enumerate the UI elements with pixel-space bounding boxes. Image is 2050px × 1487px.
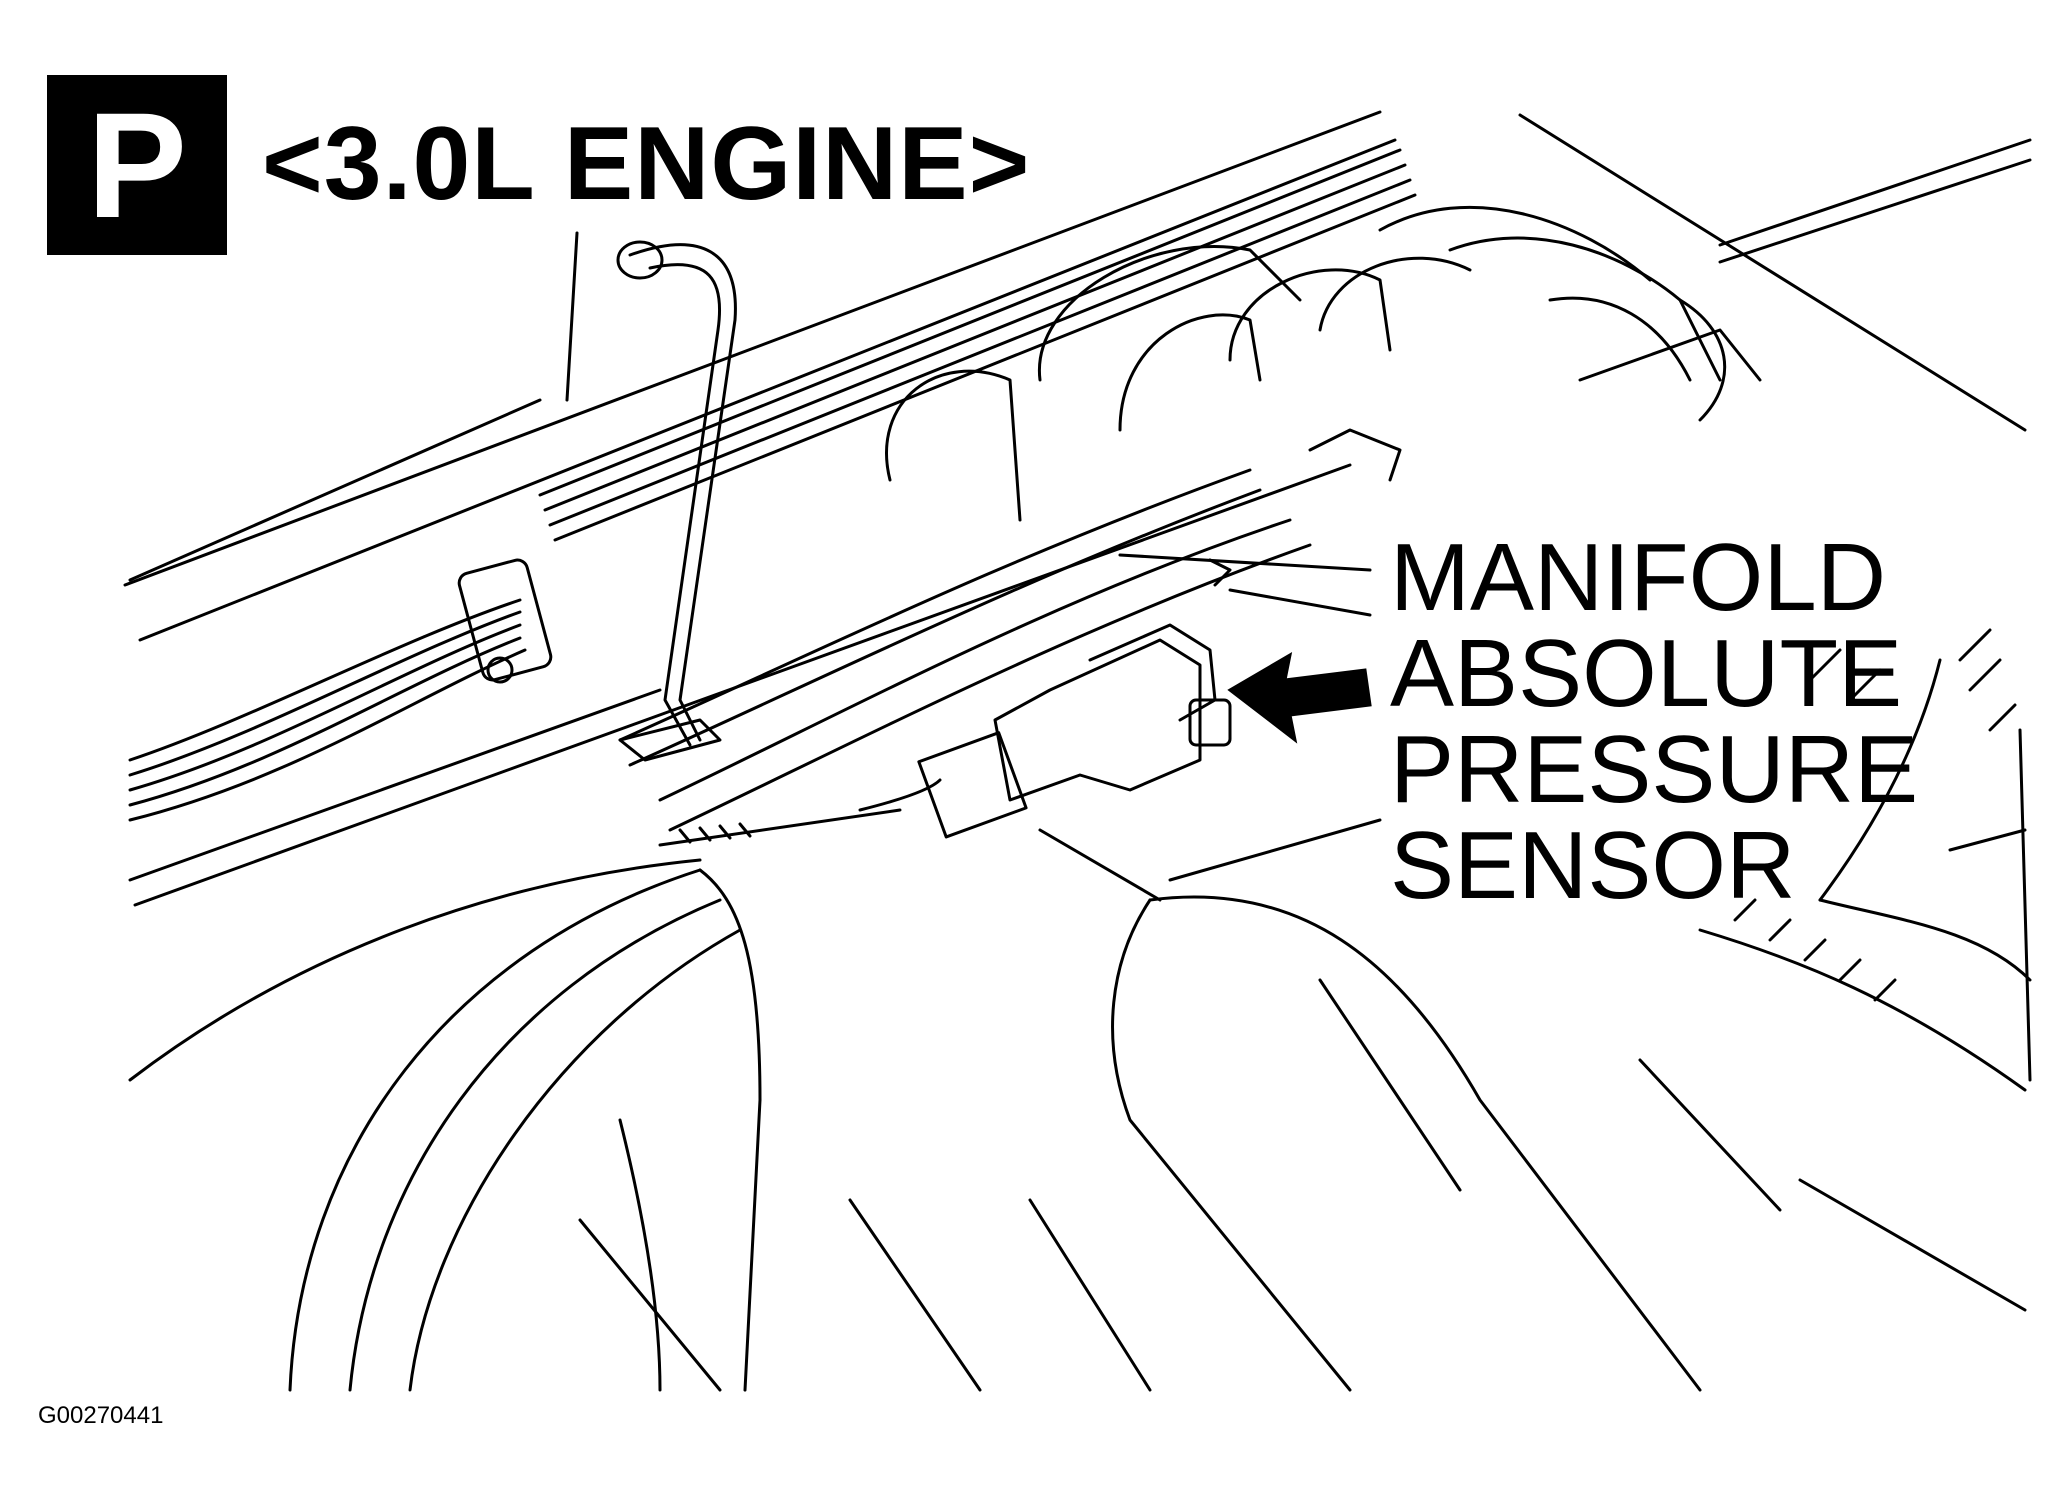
harness-clip: [457, 558, 553, 682]
page-title: <3.0L ENGINE>: [262, 106, 1031, 222]
callout-line-4: SENSOR: [1390, 812, 1796, 919]
leader-lines: [1120, 555, 1370, 615]
dipstick-line: [130, 233, 577, 580]
figure-code: G00270441: [38, 1402, 164, 1429]
arrow-left-icon: [1230, 655, 1370, 740]
callout-line-1: MANIFOLD: [1390, 524, 1887, 631]
intake-runners: [887, 207, 1760, 520]
bracket-tube: [618, 242, 735, 745]
section-badge-letter: P: [86, 81, 188, 249]
callout-line-2: ABSOLUTE: [1390, 620, 1903, 727]
upper-rails: [125, 112, 2030, 905]
section-badge: P: [47, 75, 227, 255]
component-callout: MANIFOLD ABSOLUTE PRESSURE SENSOR: [1390, 530, 1918, 914]
wiring-harness: [130, 470, 1310, 830]
callout-line-3: PRESSURE: [1390, 716, 1919, 823]
map-sensor-body: [660, 625, 1230, 845]
hatch-ticks: [1735, 630, 2015, 1000]
lower-engine-contours: [130, 660, 2030, 1390]
